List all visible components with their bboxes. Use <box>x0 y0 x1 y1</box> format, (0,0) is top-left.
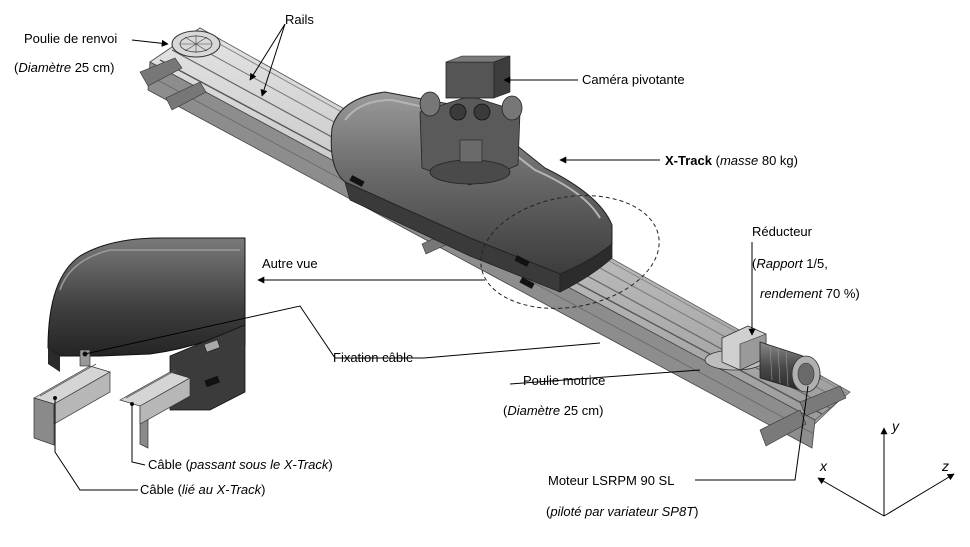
label-reducteur: Réducteur <box>752 224 812 239</box>
label-moteur-variateur: (piloté par variateur SP8T) <box>546 504 699 519</box>
label-moteur: Moteur LSRPM 90 SL <box>548 473 675 488</box>
axis-label-z: z <box>942 458 949 474</box>
label-autre-vue: Autre vue <box>262 256 318 271</box>
inset-view <box>33 237 246 449</box>
label-cable-passant: Câble (passant sous le X-Track) <box>148 457 333 472</box>
label-xtrack: X-Track (masse 80 kg) <box>665 153 798 168</box>
label-poulie-renvoi-diametre: (Diamètre 25 cm) <box>14 60 115 75</box>
label-reducteur-rapport: (Rapport 1/5, <box>752 256 828 271</box>
label-fixation-cable: Fixation câble <box>333 350 414 365</box>
label-cable-lie: Câble (lié au X-Track) <box>140 482 266 497</box>
leader-lines <box>54 23 809 491</box>
detail-circle <box>480 195 660 309</box>
motor-assembly <box>704 325 821 393</box>
axis-label-y: y <box>892 418 899 434</box>
label-poulie-motrice-diametre: (Diamètre 25 cm) <box>503 403 604 418</box>
axis-label-x: x <box>820 458 827 474</box>
label-rails: Rails <box>285 12 314 27</box>
label-camera: Caméra pivotante <box>582 72 685 87</box>
camera-head <box>419 55 523 186</box>
label-poulie-motrice: Poulie motrice <box>523 373 606 388</box>
label-poulie-renvoi: Poulie de renvoi <box>24 31 118 46</box>
axes-triad <box>817 427 955 517</box>
label-reducteur-rendement: rendement 70 %) <box>760 286 860 301</box>
